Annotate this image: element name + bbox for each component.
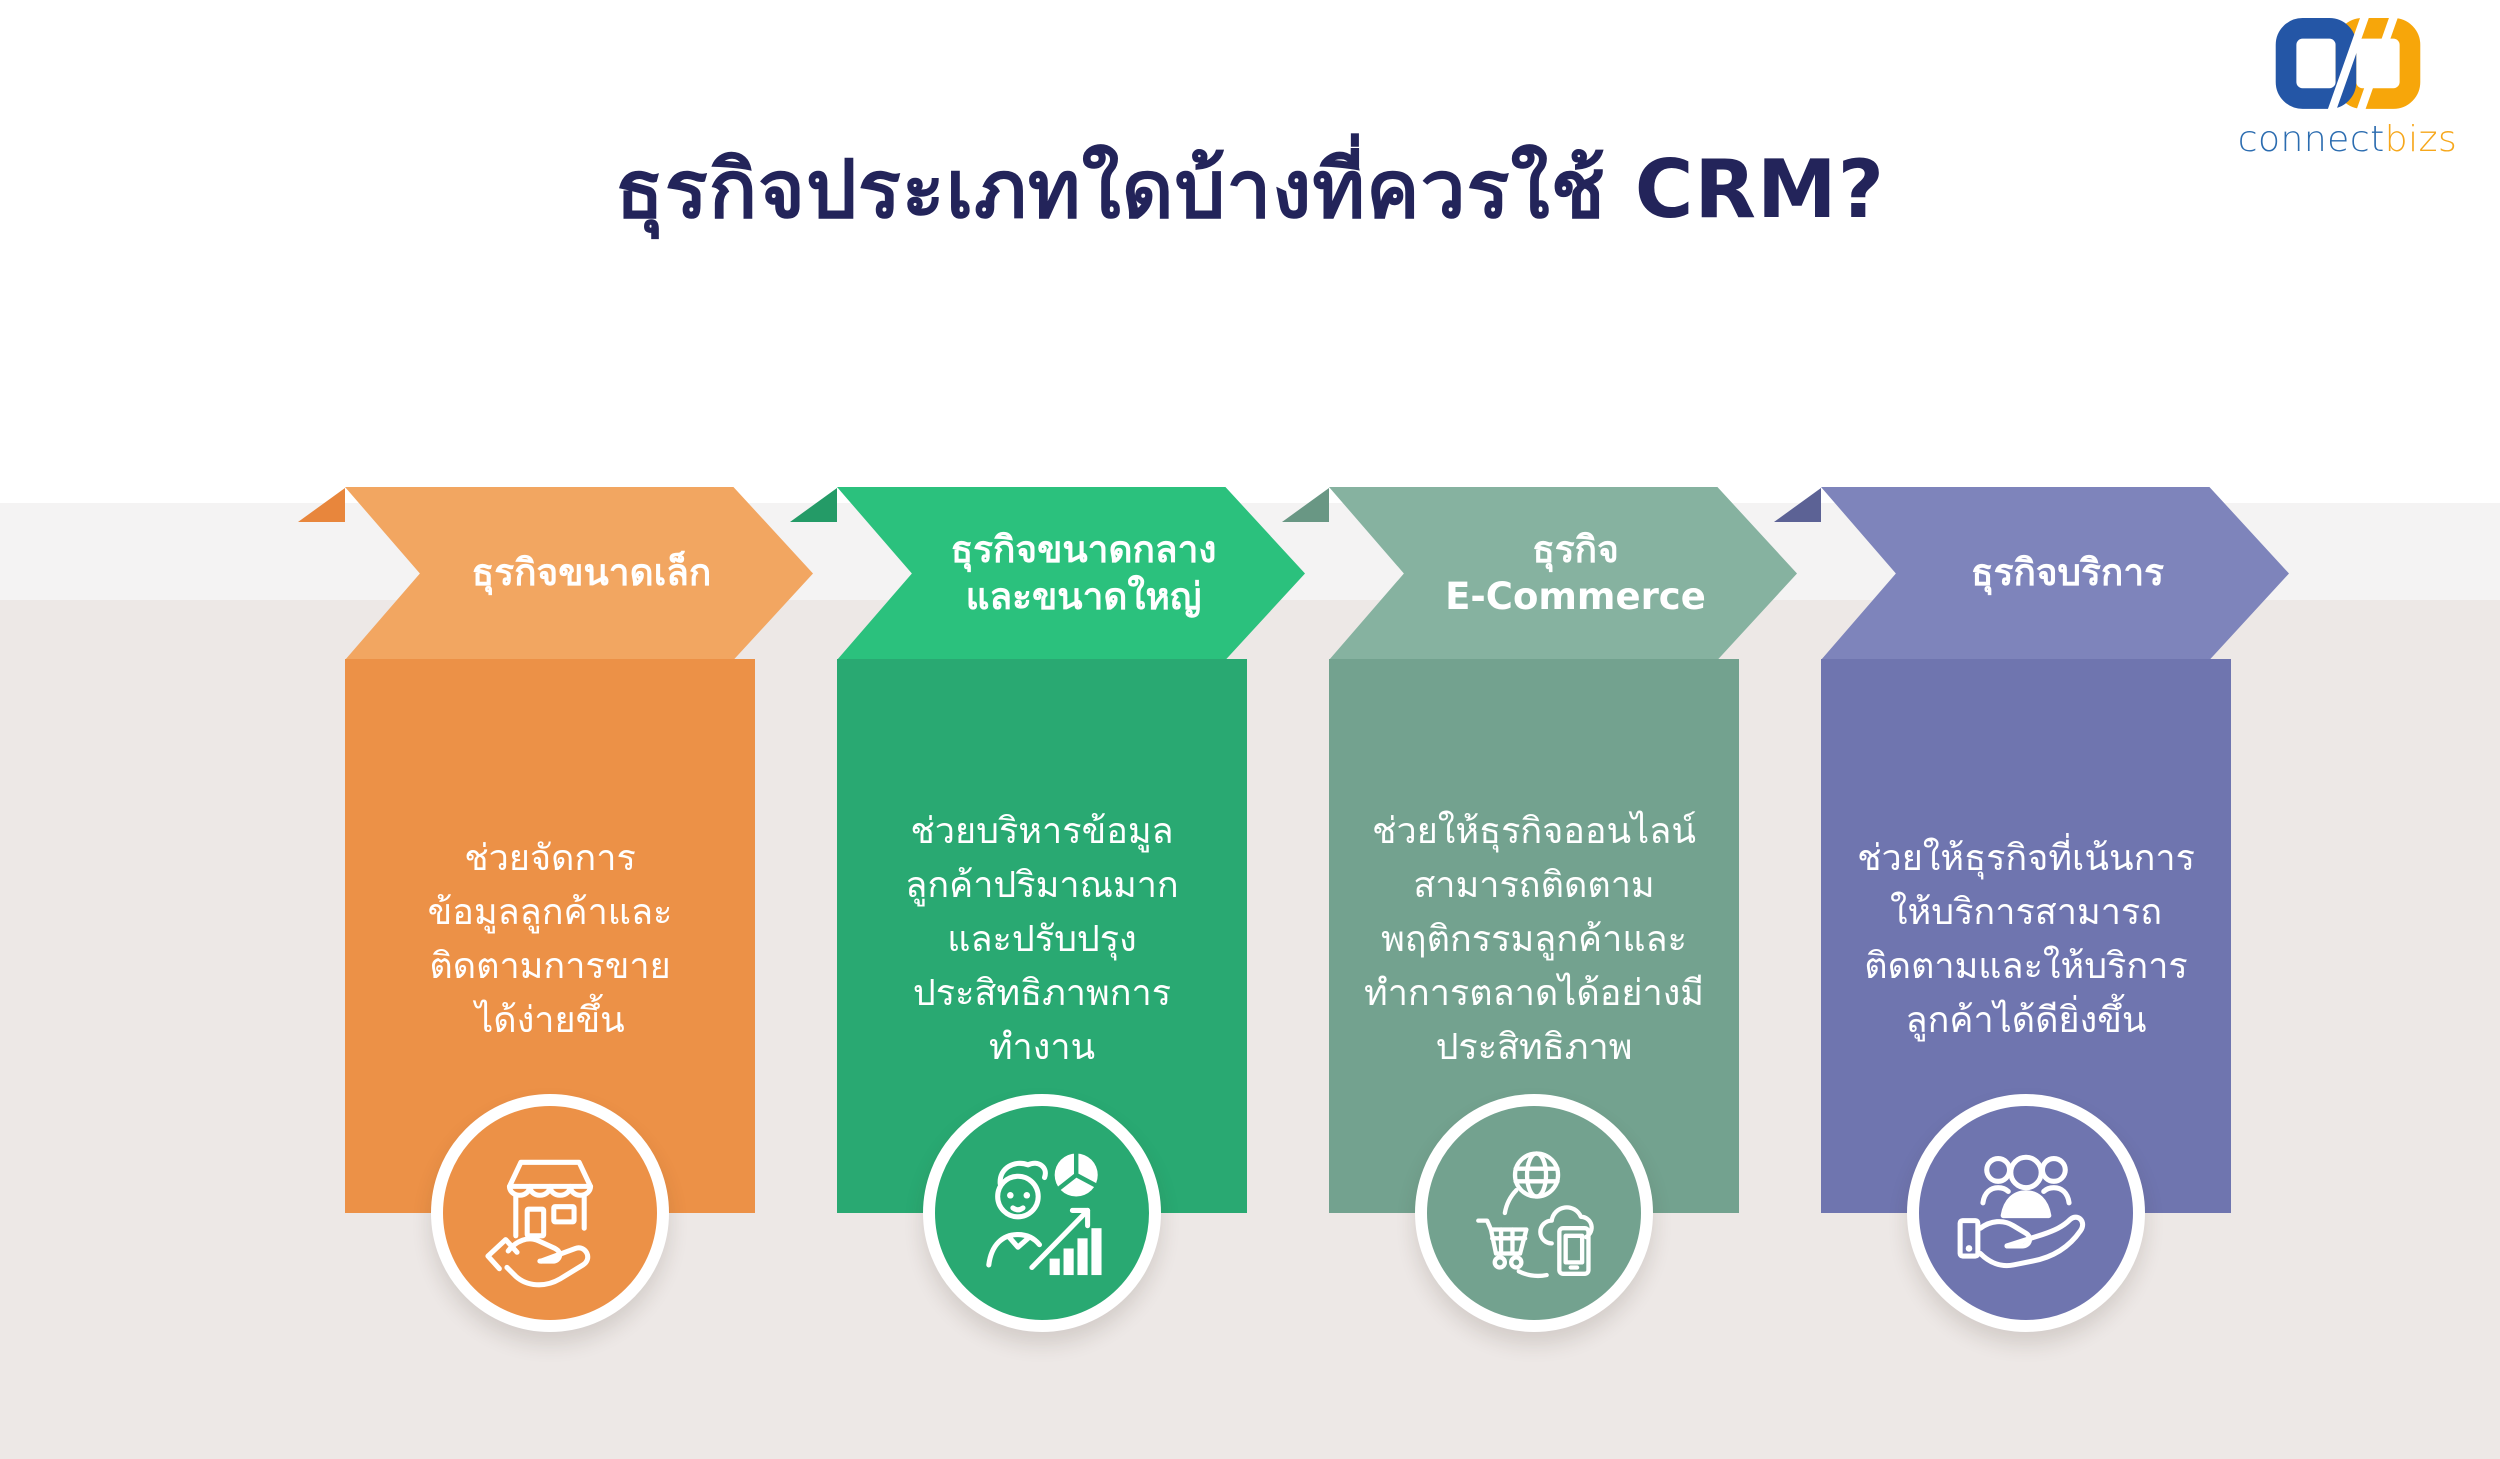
interlocked-links-logo-icon: [2275, 18, 2420, 113]
page-title: ธุรกิจประเภทใดบ้างที่ควรใช้ CRM?: [614, 143, 1886, 236]
icon-badge: [431, 1094, 669, 1332]
ribbon-banner: ธุรกิจบริการ: [1821, 487, 2289, 660]
customers-in-hand-icon: [1957, 1154, 2086, 1269]
ribbon-fold: [1282, 488, 1329, 522]
column-description: ช่วยให้ธุรกิจออนไลน์ สามารถติดตาม พฤติกร…: [1363, 811, 1705, 1068]
column-header: ธุรกิจบริการ: [1971, 551, 2164, 595]
storefront-in-hand-icon: [485, 1159, 594, 1288]
ribbon-banner: ธุรกิจขนาดกลาง และขนาดใหญ่: [837, 487, 1305, 660]
brand-wordmark: connectbizs: [2225, 119, 2470, 160]
icon-badge: [1415, 1094, 1653, 1332]
icon-badge: [923, 1094, 1161, 1332]
column-header: ธุรกิจขนาดกลาง และขนาดใหญ่: [950, 528, 1217, 618]
column-description: ช่วยบริหารข้อมูล ลูกค้าปริมาณมาก และปรับ…: [905, 811, 1179, 1068]
column-header: ธุรกิจขนาดเล็ก: [471, 551, 712, 595]
ribbon-fold: [790, 488, 837, 522]
column-medium-large-business: ธุรกิจขนาดกลาง และขนาดใหญ่ ช่วยบริหารข้อ…: [790, 0, 1305, 1459]
column-service-business: ธุรกิจบริการ ช่วยให้ธุรกิจที่เน้นการ ให้…: [1774, 0, 2289, 1459]
column-small-business: ธุรกิจขนาดเล็ก ช่วยจัดการ ข้อมูลลูกค้าแล…: [298, 0, 813, 1459]
column-header: ธุรกิจ E-Commerce: [1445, 528, 1706, 618]
online-shopping-network-icon: [1476, 1151, 1594, 1279]
icon-badge: [1907, 1094, 2145, 1332]
ribbon-fold: [1774, 488, 1821, 522]
ribbon-banner: ธุรกิจขนาดเล็ก: [345, 487, 813, 660]
businessman-growth-chart-icon: [986, 1151, 1102, 1276]
ribbon-fold: [298, 488, 345, 522]
brand-wordmark-secondary: bizs: [2384, 119, 2458, 160]
column-description: ช่วยจัดการ ข้อมูลลูกค้าและ ติดตามการขาย …: [427, 838, 673, 1041]
brand-logo: connectbizs: [2225, 18, 2470, 160]
brand-wordmark-primary: connect: [2237, 119, 2385, 160]
column-ecommerce-business: ธุรกิจ E-Commerce ช่วยให้ธุรกิจออนไลน์ ส…: [1282, 0, 1797, 1459]
column-description: ช่วยให้ธุรกิจที่เน้นการ ให้บริการสามารถ …: [1857, 838, 2195, 1041]
ribbon-banner: ธุรกิจ E-Commerce: [1329, 487, 1797, 660]
